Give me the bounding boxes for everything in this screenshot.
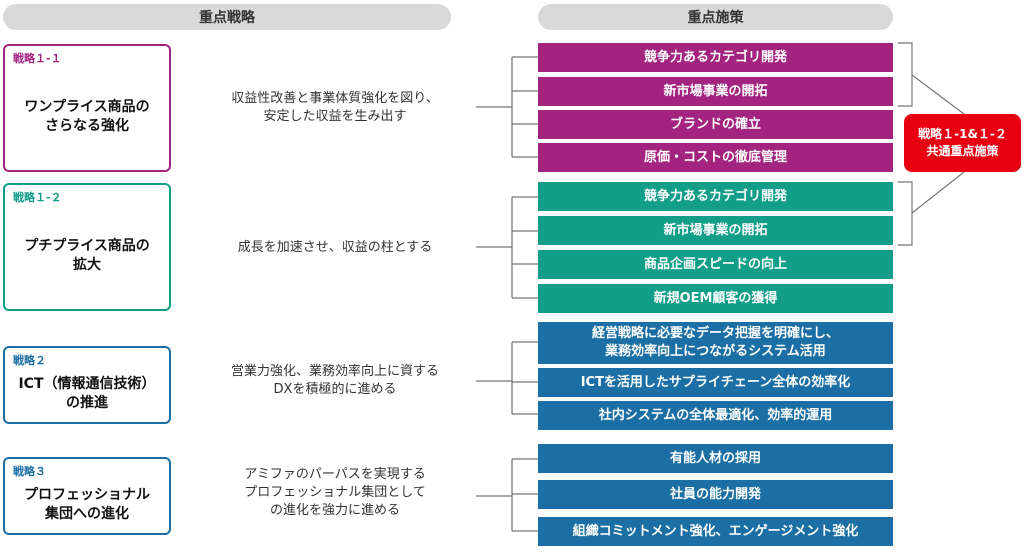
measure-item: 競争力あるカテゴリ開発 [538, 182, 893, 211]
strategy-title: プロフェッショナル 集団への進化 [24, 487, 150, 522]
strategy-tag: 戦略２ [13, 354, 46, 367]
strategy-title: ICT（情報通信技術） の推進 [18, 376, 156, 411]
measure-item: 組織コミットメント強化、エンゲージメント強化 [538, 517, 893, 546]
header-strategy: 重点戦略 [3, 4, 451, 30]
common-measures-badge: 戦略１-1&１-２ 共通重点施策 [904, 114, 1021, 172]
strategy-description: 成長を加速させ、収益の柱とする [237, 239, 433, 255]
strategy-title: プチプライス商品の 拡大 [24, 238, 150, 273]
strategy-1-2-box: 戦略１-２ プチプライス商品の 拡大 [3, 183, 171, 311]
measure-item: 競争力あるカテゴリ開発 [538, 43, 893, 72]
strategy-2-box: 戦略２ ICT（情報通信技術） の推進 [3, 346, 171, 424]
header-measures: 重点施策 [538, 4, 893, 30]
measure-item: ICTを活用したサプライチェーン全体の効率化 [538, 368, 893, 397]
measure-item: 商品企画スピードの向上 [538, 250, 893, 279]
strategy-title: ワンプライス商品の さらなる強化 [24, 99, 150, 134]
measure-item: 社内システムの全体最適化、効率的運用 [538, 401, 893, 430]
measure-item: 新規OEM顧客の獲得 [538, 284, 893, 313]
strategy-1-1-box: 戦略１-１ ワンプライス商品の さらなる強化 [3, 44, 171, 172]
measure-item: 社員の能力開発 [538, 480, 893, 509]
measure-item: ブランドの確立 [538, 110, 893, 139]
strategy-description: 営業力強化、業務効率向上に資する DXを積極的に進める [230, 363, 439, 397]
measure-item: 原価・コストの徹底管理 [538, 143, 893, 172]
strategy-3-box: 戦略３ プロフェッショナル 集団への進化 [3, 457, 171, 535]
strategy-description: アミファのパーパスを実現する プロフェッショナル集団として の進化を強力に進める [244, 466, 426, 519]
measure-item: 経営戦略に必要なデータ把握を明確にし、 業務効率向上につながるシステム活用 [538, 322, 893, 364]
measure-item: 新市場事業の開拓 [538, 77, 893, 106]
strategy-tag: 戦略１-１ [13, 52, 62, 65]
measure-item: 有能人材の採用 [538, 444, 893, 473]
measure-item: 新市場事業の開拓 [538, 216, 893, 245]
strategy-description: 収益性改善と事業体質強化を図り、 安定した収益を生み出す [231, 90, 439, 124]
strategy-tag: 戦略１-２ [13, 191, 62, 204]
strategy-tag: 戦略３ [13, 465, 46, 478]
